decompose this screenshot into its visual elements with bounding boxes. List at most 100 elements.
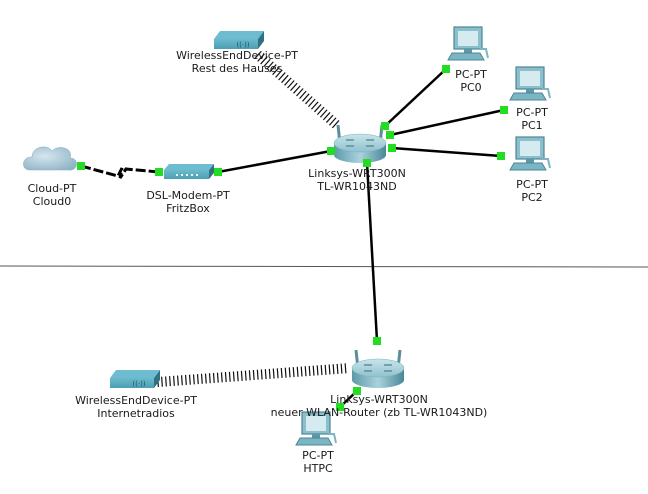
wireless-tick (278, 72, 286, 81)
wireless-end-device-icon[interactable]: ((·)) (214, 31, 264, 49)
wireless-tick (256, 369, 259, 380)
pc-icon[interactable] (509, 136, 551, 171)
model-label: WirelessEndDevice-PT (75, 394, 197, 407)
wireless-tick (257, 53, 265, 62)
wireless-tick (313, 104, 322, 113)
link-router1-router2[interactable] (365, 162, 379, 342)
wireless-tick (188, 374, 191, 385)
wireless-tick (165, 376, 167, 387)
link-cloud0-modem[interactable] (80, 164, 160, 179)
wireless-tick (328, 364, 331, 375)
wireless-tick (284, 77, 292, 86)
wireless-tick (176, 375, 179, 386)
wireless-tick (344, 363, 347, 374)
ethernet-cable (389, 108, 505, 137)
wireless-tick (328, 117, 337, 126)
wireless-tick (281, 74, 289, 84)
model-label: Cloud-PT (27, 182, 77, 195)
cloud-icon[interactable] (23, 146, 77, 171)
model-label: Linksys-WRT300N (308, 167, 406, 180)
port-status-indicator (497, 152, 505, 160)
port-status-indicator (500, 106, 508, 114)
port-status-indicator (373, 337, 381, 345)
pc-icon[interactable] (447, 26, 489, 61)
label-cloud0: Cloud-PT Cloud0 (28, 182, 77, 208)
wireless-tick (308, 365, 311, 376)
wireless-tick (224, 372, 227, 383)
port-status-indicator (386, 131, 394, 139)
wireless-tick (324, 364, 327, 375)
pc-icon[interactable] (295, 411, 337, 446)
label-router2: Linksys-WRT300N neuer WLAN-Router (zb TL… (271, 393, 488, 419)
wireless-tick (275, 69, 283, 78)
wireless-tick (310, 101, 319, 110)
link-router1-pc0[interactable] (384, 68, 447, 127)
device-name: Cloud0 (32, 195, 72, 208)
label-modem: DSL-Modem-PT FritzBox (146, 189, 229, 215)
wireless-tick (196, 374, 199, 385)
wireless-tick (312, 365, 315, 376)
port-status-indicator (381, 122, 389, 130)
label-router1: Linksys-WRT300N TL-WR1043ND (308, 167, 406, 193)
wireless-tick (200, 373, 203, 384)
link-wed1-router1[interactable] (254, 50, 340, 129)
wireless-tick (300, 366, 303, 377)
wireless-tick (169, 376, 171, 387)
port-status-indicator (214, 168, 222, 176)
wireless-tick (204, 373, 207, 384)
wireless-tick (272, 66, 280, 76)
label-wed1: WirelessEndDevice-PT Rest des Hauses (176, 49, 298, 75)
wireless-end-device-icon[interactable]: ((·)) (110, 370, 160, 388)
ethernet-cable (391, 146, 502, 158)
phone-cable (80, 164, 160, 179)
wireless-tick (331, 120, 340, 129)
wireless-tick (340, 363, 343, 374)
router-icon[interactable] (351, 349, 405, 388)
wireless-tick (322, 112, 331, 121)
wireless-tick (216, 372, 219, 383)
model-label: PC-PT (516, 106, 548, 119)
ethernet-cable (384, 68, 447, 127)
model-label: PC-PT (455, 68, 487, 81)
wireless-tick (184, 374, 187, 385)
link-router1-pc2[interactable] (391, 146, 502, 158)
port-status-indicator (155, 168, 163, 176)
wifi-icon: ((·)) (236, 41, 249, 49)
device-name: PC1 (521, 119, 543, 132)
ethernet-cable (365, 162, 379, 342)
model-label: WirelessEndDevice-PT (176, 49, 298, 62)
port-status-indicator (442, 65, 450, 73)
wireless-tick (272, 368, 275, 379)
wireless-tick (254, 50, 262, 60)
device-name: Rest des Hauses (191, 62, 283, 75)
pc-icon[interactable] (509, 66, 551, 101)
wireless-tick (252, 369, 255, 381)
link-modem-router1[interactable] (217, 149, 332, 174)
wireless-tick (308, 98, 316, 108)
device-name: PC2 (521, 191, 543, 204)
wireless-tick (336, 363, 339, 374)
wireless-tick (220, 372, 223, 383)
link-router1-pc1[interactable] (389, 108, 505, 137)
wireless-tick (296, 88, 304, 97)
wireless-tick (316, 106, 325, 115)
area-separator (0, 265, 648, 268)
label-pc0: PC-PT PC0 (455, 68, 487, 94)
dsl-modem-icon[interactable] (164, 164, 214, 179)
router-icon[interactable] (333, 124, 387, 163)
wireless-tick (212, 372, 215, 383)
port-status-indicator (336, 403, 344, 411)
wireless-tick (240, 370, 243, 381)
port-status-indicator (388, 144, 396, 152)
wireless-tick (287, 80, 295, 89)
wireless-tick (290, 82, 298, 92)
wireless-tick (288, 367, 291, 378)
wireless-tick (269, 64, 277, 73)
link-wed2-router2[interactable] (157, 363, 347, 388)
wireless-tick (228, 371, 231, 382)
label-wed2: WirelessEndDevice-PT Internetradios (75, 394, 197, 420)
wireless-tick (244, 370, 247, 381)
model-label: PC-PT (516, 178, 548, 191)
wireless-tick (180, 375, 183, 386)
